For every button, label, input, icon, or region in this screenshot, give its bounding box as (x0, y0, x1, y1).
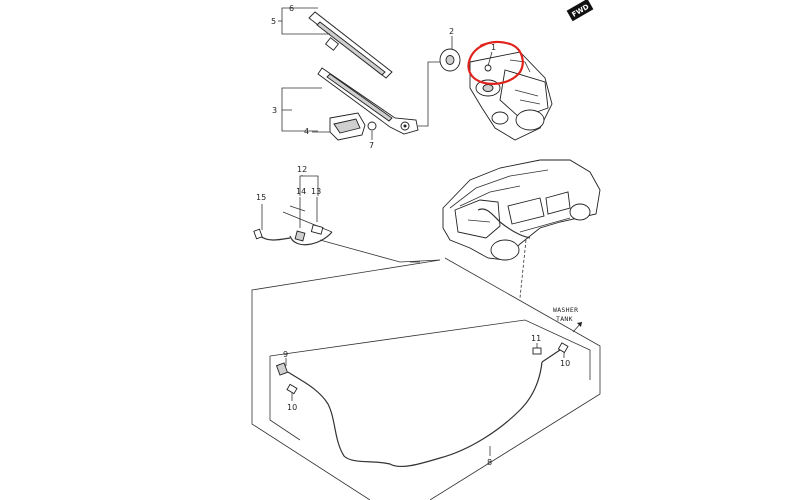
fwd-badge: FWD (566, 0, 594, 22)
washer-tank-label-line2: TANK (556, 315, 573, 323)
callout-9: 9 (283, 350, 288, 359)
joint-10-right (557, 342, 569, 354)
callout-7: 7 (369, 141, 374, 150)
wiper-arm (317, 67, 419, 135)
callout-14: 14 (296, 187, 306, 196)
wiper-blade (308, 11, 393, 79)
car-outline (442, 159, 601, 261)
highlight-circle (467, 40, 524, 85)
callout-10-left: 10 (287, 403, 297, 412)
hose-15 (259, 235, 291, 241)
connector-9 (275, 362, 289, 376)
callout-1: 1 (491, 43, 496, 52)
callout-10-right: 10 (560, 359, 570, 368)
cap (439, 48, 461, 72)
wiper-motor (469, 51, 553, 141)
callout-13: 13 (311, 187, 321, 196)
callout-5: 5 (271, 17, 276, 26)
clip-11 (532, 347, 542, 355)
callout-6: 6 (289, 4, 294, 13)
callout-3: 3 (272, 106, 277, 115)
joint-10-left (286, 383, 298, 395)
callout-11: 11 (531, 334, 541, 343)
arrow-icon (572, 321, 583, 333)
nut (367, 121, 377, 131)
callout-15: 15 (256, 193, 266, 202)
washer-tank-label-line1: WASHER (553, 306, 578, 314)
callout-8: 8 (487, 458, 492, 467)
arm-cover (329, 112, 366, 141)
callout-2: 2 (449, 27, 454, 36)
nozzle-pad (282, 205, 333, 246)
tray-outline (251, 257, 601, 500)
washer-hose (287, 361, 543, 468)
callout-12: 12 (297, 165, 307, 174)
callout-4: 4 (304, 127, 309, 136)
